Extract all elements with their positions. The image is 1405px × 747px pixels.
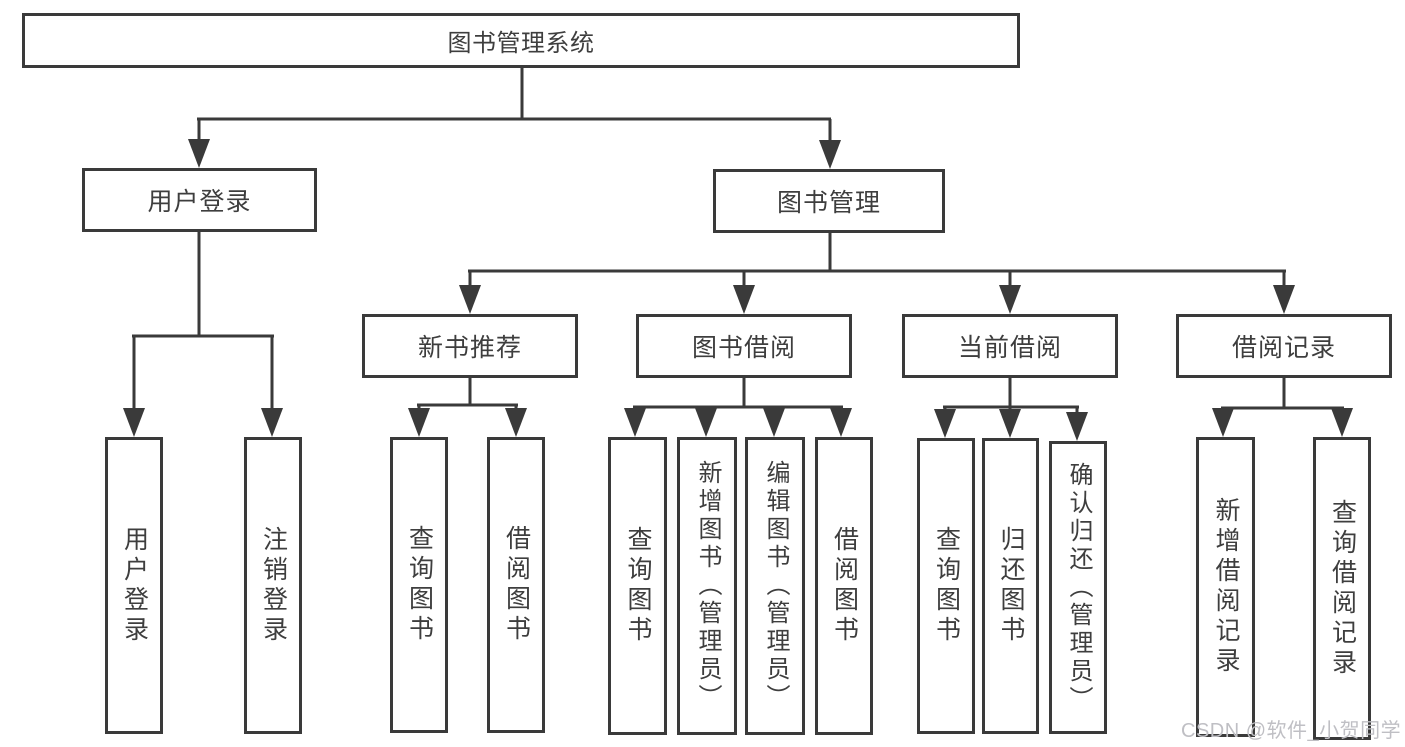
node-book-management: 图书管理 <box>713 169 945 233</box>
node-label: 查询借阅记录 <box>1328 498 1357 679</box>
leaf-logout: 注销登录 <box>244 437 302 734</box>
node-label: 当前借阅 <box>957 334 1062 362</box>
node-label: 用户登录 <box>147 188 252 216</box>
leaf-query-books-current: 查询图书 <box>917 438 975 734</box>
node-label: 查询图书 <box>405 525 434 645</box>
node-label: 查询图书 <box>932 526 961 646</box>
node-label: 查询图书 <box>624 526 652 646</box>
node-label: 新书推荐 <box>417 334 522 362</box>
leaf-add-books-admin: 新增图书（管理员） <box>677 437 737 735</box>
leaf-add-borrow-record: 新增借阅记录 <box>1196 437 1255 737</box>
leaf-edit-books-admin: 编辑图书（管理员） <box>745 437 805 735</box>
node-label: 借阅图书 <box>502 525 531 645</box>
node-library-management-system: 图书管理系统 <box>22 13 1020 68</box>
node-label: 图书管理系统 <box>447 30 595 57</box>
node-label: 编辑图书（管理员） <box>762 460 789 712</box>
leaf-return-books: 归还图书 <box>982 438 1039 734</box>
node-book-borrowing: 图书借阅 <box>636 314 852 378</box>
leaf-query-books-borrow: 查询图书 <box>608 437 667 735</box>
node-label: 新增图书（管理员） <box>694 460 721 712</box>
node-label: 用户登录 <box>120 525 149 646</box>
leaf-query-books-recommend: 查询图书 <box>390 437 448 733</box>
node-label: 借阅记录 <box>1231 334 1336 362</box>
leaf-borrow-books: 借阅图书 <box>815 437 873 735</box>
node-label: 图书管理 <box>776 189 881 217</box>
csdn-watermark: CSDN @软件_小贺同学 <box>1181 720 1402 742</box>
node-user-login: 用户登录 <box>82 168 317 232</box>
leaf-borrow-books-recommend: 借阅图书 <box>487 437 545 733</box>
node-label: 图书借阅 <box>691 334 796 362</box>
node-borrowing-records: 借阅记录 <box>1176 314 1392 378</box>
node-label: 新增借阅记录 <box>1212 497 1240 677</box>
node-new-book-recommendation: 新书推荐 <box>362 314 578 378</box>
node-label: 归还图书 <box>997 526 1025 646</box>
leaf-confirm-return-admin: 确认归还（管理员） <box>1049 441 1107 734</box>
leaf-user-login: 用户登录 <box>105 437 163 734</box>
node-label: 注销登录 <box>259 525 288 646</box>
node-label: 借阅图书 <box>830 526 859 646</box>
leaf-query-borrow-record: 查询借阅记录 <box>1313 437 1371 740</box>
node-label: 确认归还（管理员） <box>1065 461 1092 714</box>
node-current-borrowing: 当前借阅 <box>902 314 1118 378</box>
